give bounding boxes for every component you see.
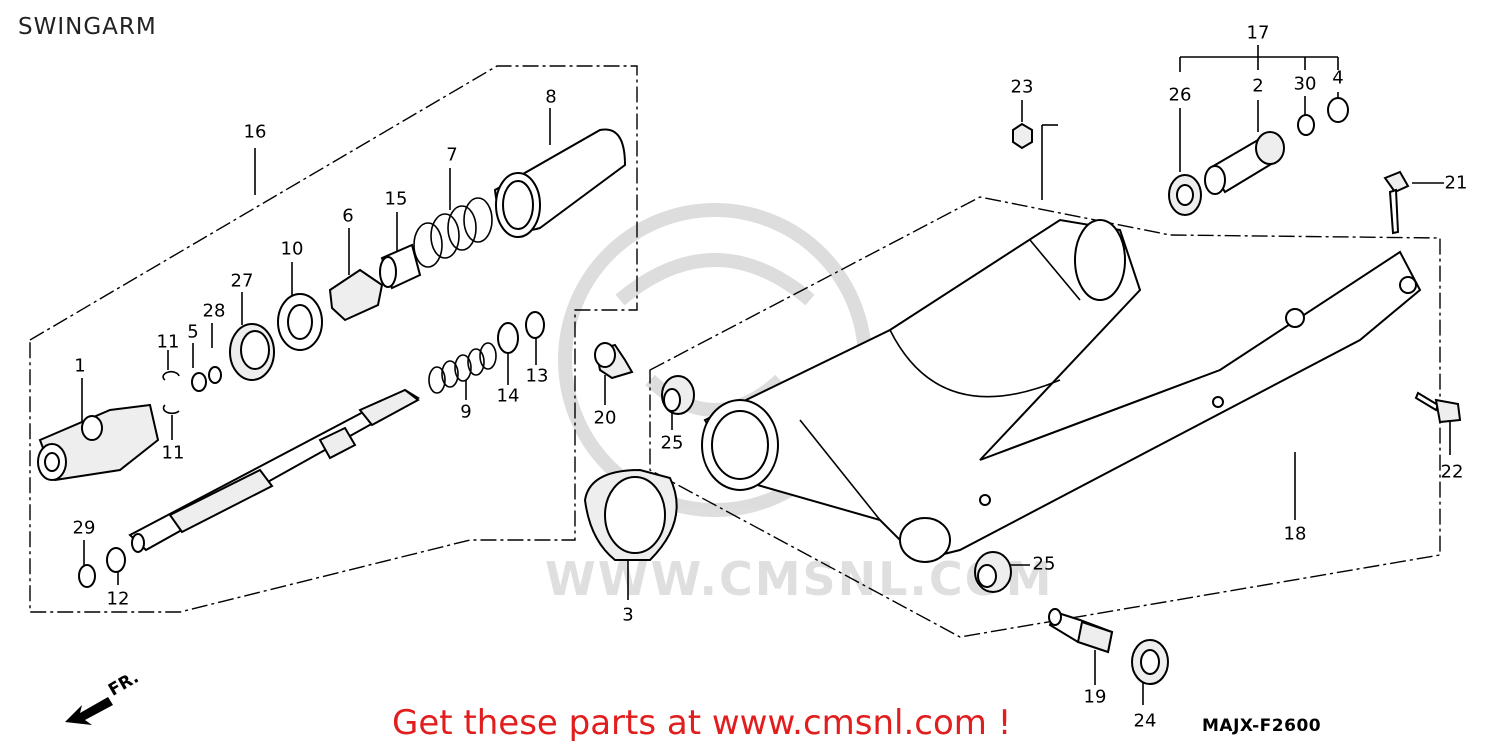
callout-16[interactable]: 16 <box>243 121 267 143</box>
callout-9[interactable]: 9 <box>460 401 472 423</box>
ring-14 <box>497 322 519 354</box>
callout-27[interactable]: 27 <box>230 270 254 292</box>
callout-24[interactable]: 24 <box>1133 710 1157 732</box>
small-rings <box>78 366 222 588</box>
promo-banner[interactable]: Get these parts at www.cmsnl.com ! <box>392 703 1012 743</box>
adjust-bolt-19 <box>1048 608 1114 654</box>
diagram-code: MAJX-F2600 <box>1202 716 1322 736</box>
front-direction-arrow-icon <box>65 697 113 725</box>
bolt-21 <box>1383 170 1410 235</box>
callout-11-lower[interactable]: 11 <box>161 442 185 464</box>
oil-seal-27 <box>229 323 275 381</box>
callout-28[interactable]: 28 <box>202 300 226 322</box>
spring-7 <box>413 197 493 268</box>
callout-25-upper[interactable]: 25 <box>660 432 684 454</box>
callout-25-lower[interactable]: 25 <box>1032 553 1056 575</box>
callout-6[interactable]: 6 <box>342 205 354 227</box>
callout-10[interactable]: 10 <box>280 238 304 260</box>
callout-1[interactable]: 1 <box>74 355 86 377</box>
callout-19[interactable]: 19 <box>1083 686 1107 708</box>
page-title: SWINGARM <box>18 14 157 40</box>
callout-4[interactable]: 4 <box>1332 67 1344 89</box>
callout-30[interactable]: 30 <box>1293 73 1317 95</box>
slider-joint-6 <box>328 268 384 322</box>
circlip-13 <box>525 311 545 339</box>
bearing-26 <box>1168 174 1202 216</box>
callout-12[interactable]: 12 <box>106 588 130 610</box>
lock-nut-24 <box>1131 639 1169 685</box>
boot-ring-3 <box>583 468 678 561</box>
callout-7[interactable]: 7 <box>446 144 458 166</box>
callout-17[interactable]: 17 <box>1246 22 1270 44</box>
callout-3[interactable]: 3 <box>622 604 634 626</box>
callout-22[interactable]: 22 <box>1440 461 1464 483</box>
swingarm-body <box>701 218 1422 563</box>
callout-29[interactable]: 29 <box>72 517 96 539</box>
callout-21[interactable]: 21 <box>1444 172 1468 194</box>
washer-30 <box>1297 114 1315 136</box>
callout-20[interactable]: 20 <box>593 407 617 429</box>
pivot-bolt-20 <box>594 342 634 380</box>
callout-5[interactable]: 5 <box>187 321 199 343</box>
callout-13[interactable]: 13 <box>525 365 549 387</box>
callout-14[interactable]: 14 <box>496 385 520 407</box>
callout-15[interactable]: 15 <box>384 188 408 210</box>
bolt-22 <box>1414 391 1462 424</box>
nut-23 <box>1012 122 1033 150</box>
drive-shaft <box>128 388 420 553</box>
callout-23[interactable]: 23 <box>1010 76 1034 98</box>
callout-2[interactable]: 2 <box>1252 75 1264 97</box>
bearing-25-upper <box>661 375 695 415</box>
washer-4 <box>1327 97 1349 123</box>
bracket-17 <box>1179 45 1339 72</box>
universal-joint <box>37 403 160 482</box>
boot-8 <box>493 128 627 238</box>
callout-26[interactable]: 26 <box>1168 84 1192 106</box>
sleeve-2 <box>1204 131 1285 195</box>
callout-8[interactable]: 8 <box>545 86 557 108</box>
callout-18[interactable]: 18 <box>1283 523 1307 545</box>
callout-11-upper[interactable]: 11 <box>156 331 180 353</box>
collar-15 <box>379 243 422 290</box>
spring-9 <box>428 342 497 394</box>
group-outline-swingarm <box>649 196 1441 638</box>
group-outline-driveshaft <box>29 65 638 613</box>
ring-10 <box>277 293 323 351</box>
bearing-25-lower <box>974 551 1012 593</box>
